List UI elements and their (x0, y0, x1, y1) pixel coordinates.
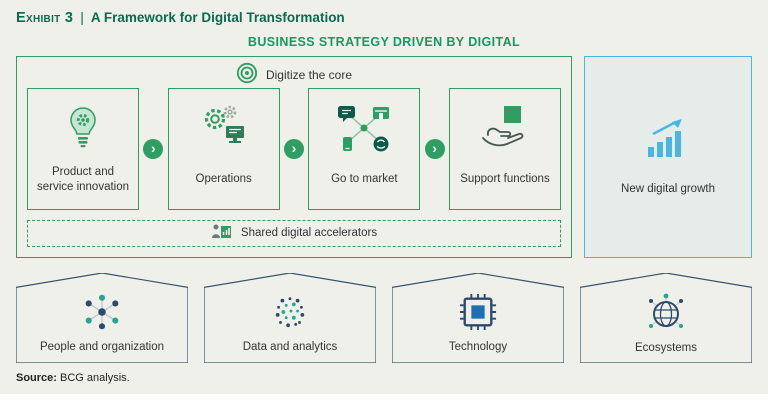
exhibit-header: Exhibit 3 | A Framework for Digital Tran… (16, 9, 752, 26)
enabler-label: People and organization (39, 341, 165, 354)
pentagon-outline (204, 273, 376, 363)
exhibit-title: A Framework for Digital Transformation (90, 10, 345, 25)
arrow-right-icon (283, 138, 304, 159)
enabler-label: Data and analytics (242, 341, 338, 354)
new-digital-growth-label: New digital growth (621, 183, 715, 196)
source-label: Source: (16, 372, 57, 384)
exhibit-label: Exhibit 3 (16, 10, 74, 26)
step-label: Operations (195, 173, 252, 186)
people-network-icon (82, 293, 122, 336)
data-dots-icon (271, 293, 309, 336)
enabler-technology: Technology (392, 273, 564, 363)
diagram-title: BUSINESS STRATEGY DRIVEN BY DIGITAL (247, 35, 521, 49)
arrow-right-icon (424, 138, 445, 159)
target-icon (236, 62, 258, 87)
enabler-data-and-analytics: Data and analytics (204, 273, 376, 363)
pentagon-outline (392, 273, 564, 363)
pentagon-outline (16, 273, 188, 363)
enabler-label: Ecosystems (635, 342, 697, 355)
enabler-people-and-organization: People and organization (16, 273, 188, 363)
exhibit-canvas: Exhibit 3 | A Framework for Digital Tran… (0, 0, 768, 394)
lightbulb-gear-icon (65, 99, 101, 157)
hand-box-icon (480, 99, 530, 157)
step-operations: Operations (167, 87, 280, 210)
digitize-core-label: Digitize the core (265, 67, 353, 82)
chip-icon (459, 293, 497, 336)
globe-network-icon (646, 292, 686, 337)
digitize-core-header: Digitize the core (27, 62, 561, 88)
step-label: Product and service innovation (36, 166, 130, 193)
new-digital-growth-box: New digital growth (584, 56, 752, 258)
step-label: Go to market (331, 173, 398, 186)
connected-devices-icon (335, 99, 393, 157)
shared-accelerators-bar: Shared digital accelerators (27, 219, 561, 247)
source-note: Source: BCG analysis. (16, 372, 752, 384)
core-steps: Product and service innovation (27, 87, 561, 210)
enabler-ecosystems: Ecosystems (580, 273, 752, 363)
enabler-label: Technology (448, 341, 508, 354)
exhibit-separator: | (80, 9, 84, 25)
gears-monitor-icon (200, 99, 248, 157)
source-text: BCG analysis. (60, 372, 130, 384)
digitize-core-box: Digitize the core Product a (16, 56, 572, 258)
person-chart-icon (211, 222, 233, 245)
main-row: Digitize the core Product a (16, 56, 752, 258)
step-product-service-innovation: Product and service innovation (27, 87, 139, 210)
step-go-to-market: Go to market (308, 87, 421, 210)
step-support-functions: Support functions (448, 87, 561, 210)
enablers-row: People and organization (16, 273, 752, 363)
bar-chart-arrow-icon (645, 117, 691, 164)
arrow-right-icon (143, 138, 164, 159)
step-label: Support functions (460, 173, 550, 186)
shared-accelerators-label: Shared digital accelerators (240, 227, 378, 240)
pentagon-outline (580, 273, 752, 363)
